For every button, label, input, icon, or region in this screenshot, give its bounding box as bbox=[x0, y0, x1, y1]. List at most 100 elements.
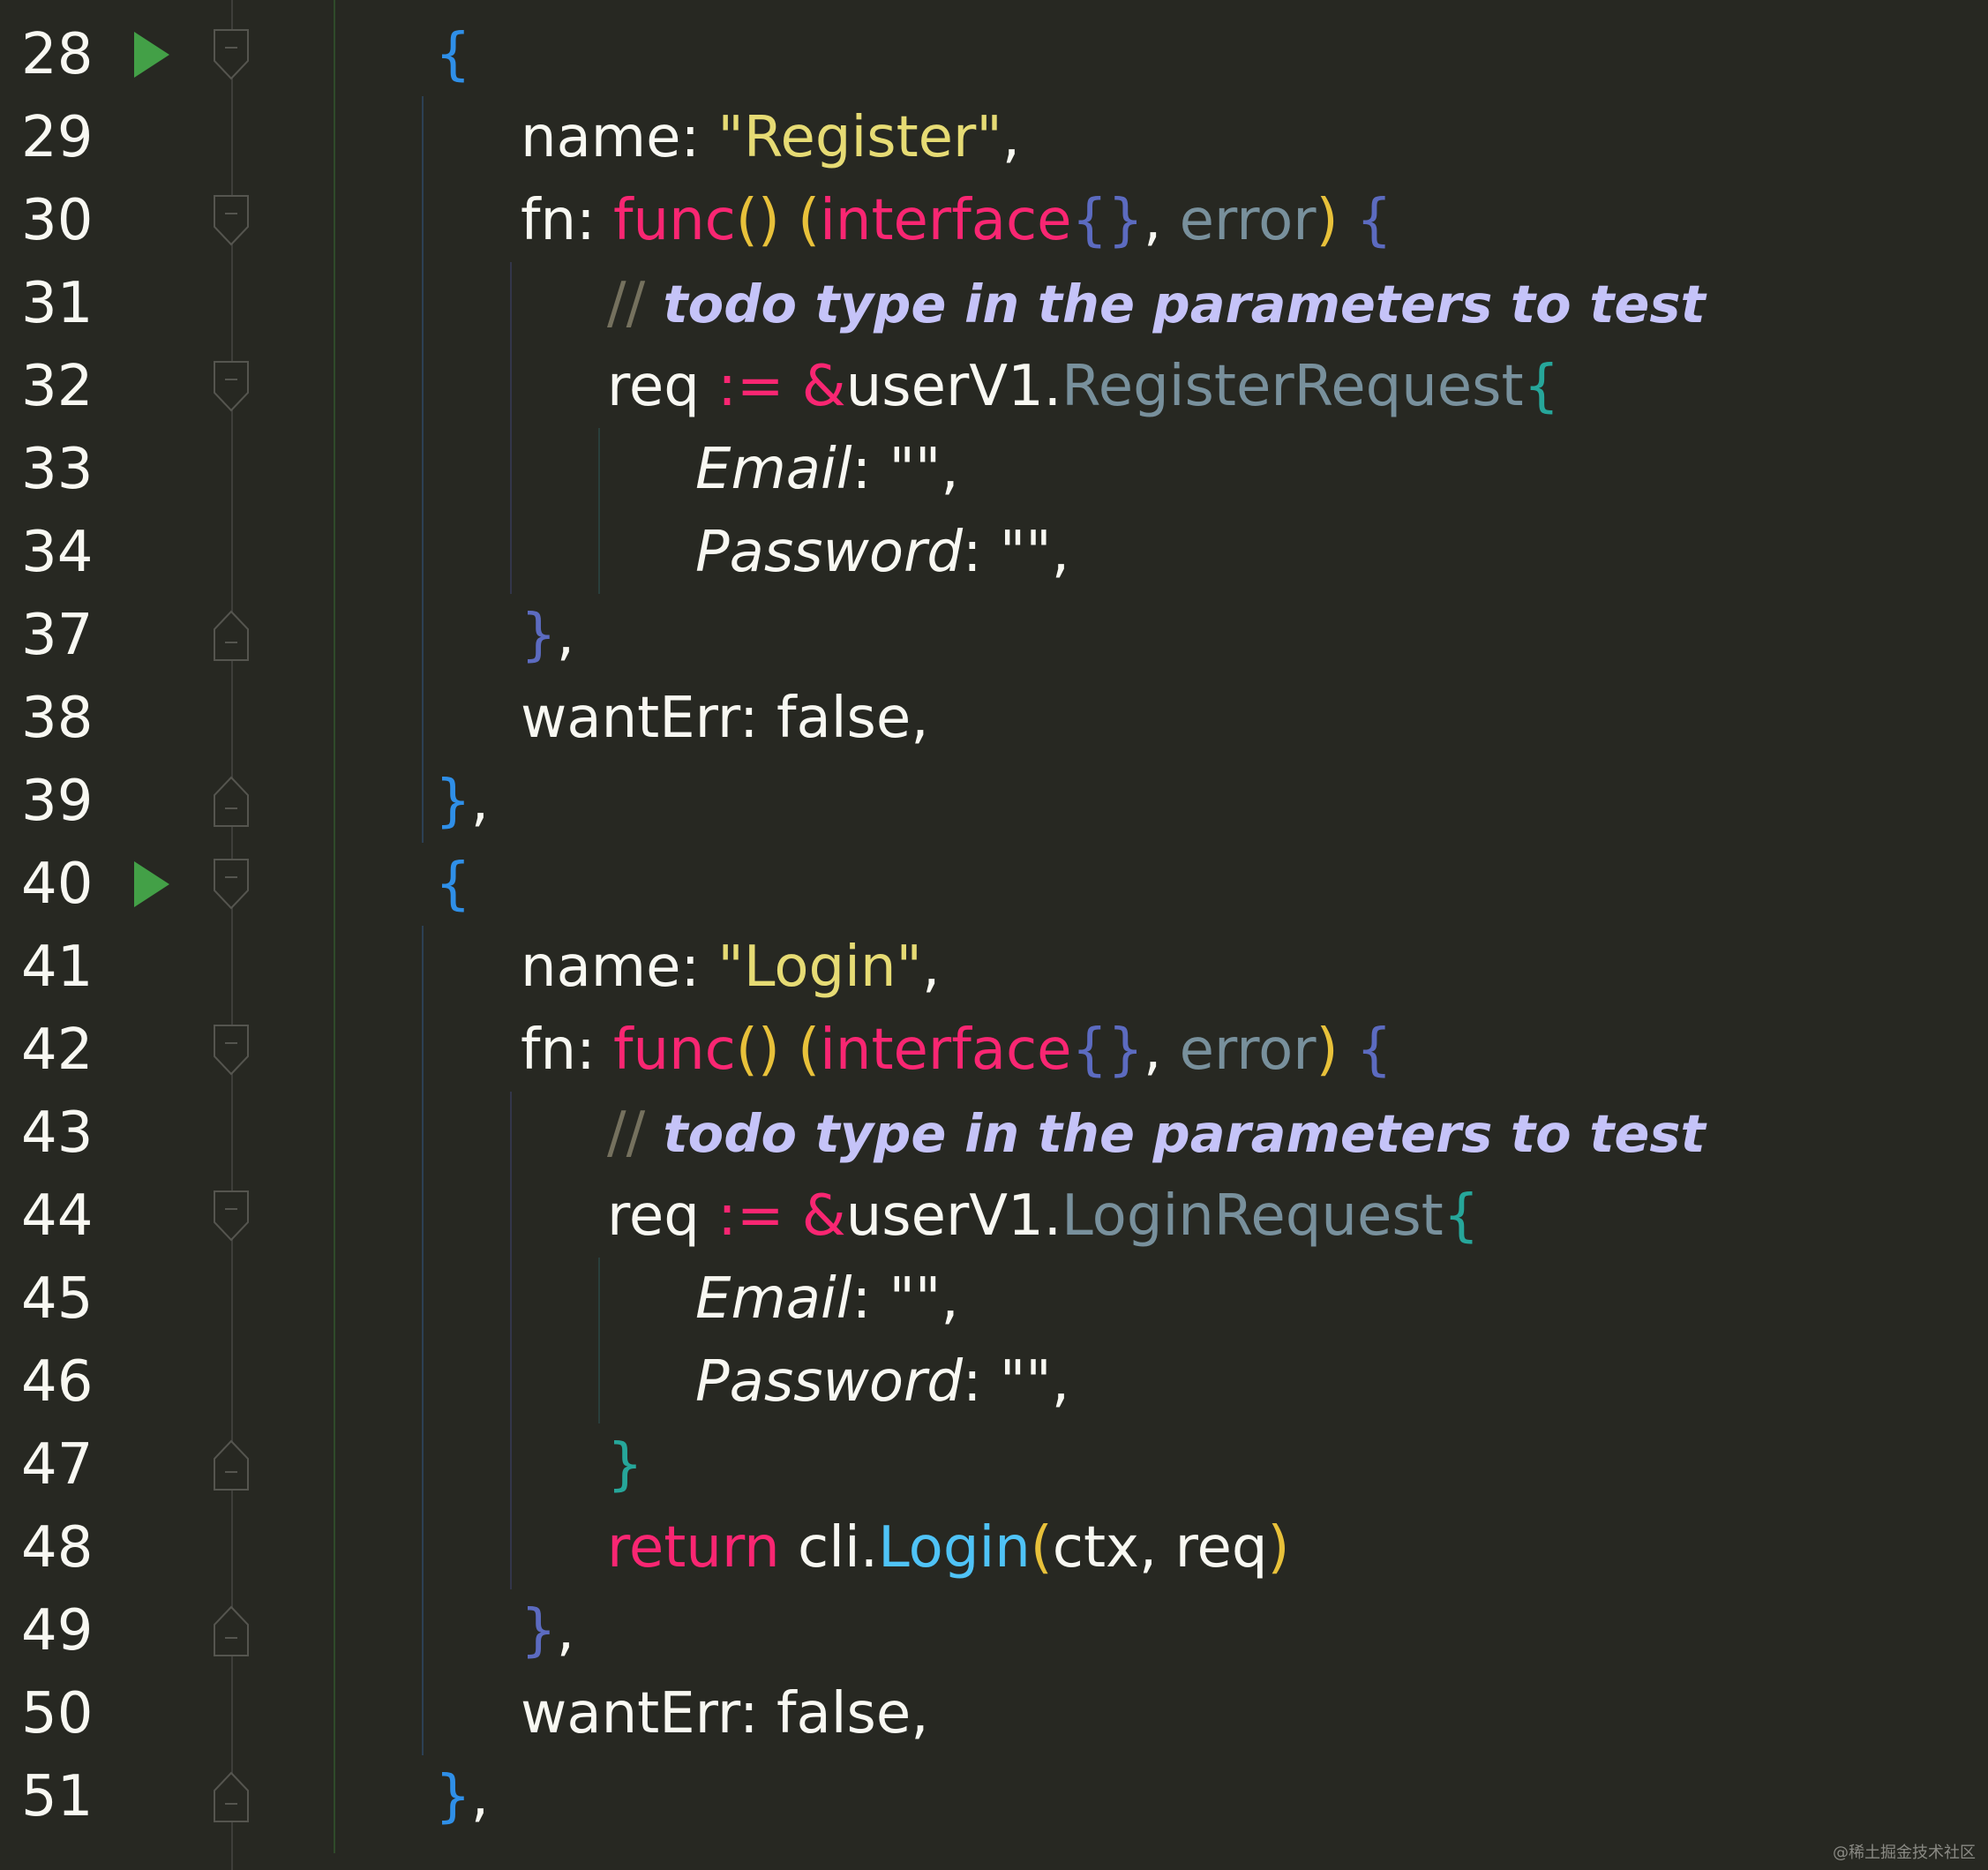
code-token: {} bbox=[1071, 188, 1144, 253]
line-number: 38 bbox=[21, 686, 94, 751]
code-token: "Login" bbox=[717, 935, 922, 1000]
fold-end-icon[interactable] bbox=[214, 1439, 249, 1491]
code-line: }, bbox=[435, 760, 489, 843]
code-token: , bbox=[1143, 188, 1180, 253]
line-number: 49 bbox=[21, 1598, 94, 1663]
code-line: fn: func() (interface{}, error) { bbox=[521, 1009, 1392, 1092]
code-token: // bbox=[607, 1100, 664, 1166]
code-token: } bbox=[521, 1598, 557, 1663]
line-number: 50 bbox=[21, 1681, 94, 1746]
code-token: } bbox=[435, 769, 471, 834]
code-line: req := &userV1.RegisterRequest{ bbox=[607, 345, 1559, 428]
code-token: Login bbox=[878, 1515, 1031, 1581]
indent-guide bbox=[510, 1092, 512, 1589]
code-line: Password: "", bbox=[695, 1341, 1069, 1423]
code-token: : "", bbox=[962, 520, 1070, 585]
code-token: : "", bbox=[851, 1266, 959, 1332]
line-number: 32 bbox=[21, 354, 94, 419]
code-token: // bbox=[607, 271, 664, 336]
code-token: func bbox=[613, 188, 736, 253]
code-token: return bbox=[607, 1515, 799, 1581]
code-token: req bbox=[607, 1183, 718, 1249]
line-number: 33 bbox=[21, 437, 94, 502]
indent-guide bbox=[422, 926, 424, 1755]
code-token: ctx, req bbox=[1052, 1515, 1268, 1581]
line-number: 44 bbox=[21, 1183, 94, 1249]
code-line: // todo type in the parameters to test bbox=[607, 262, 1706, 345]
fold-gutter-line bbox=[231, 0, 233, 1870]
code-token: ( bbox=[1030, 1515, 1053, 1581]
code-token: := & bbox=[717, 1183, 846, 1249]
fold-collapse-icon[interactable] bbox=[214, 361, 249, 412]
code-token: name: bbox=[521, 105, 718, 170]
code-token: := & bbox=[717, 354, 846, 419]
code-token: : "", bbox=[851, 437, 959, 502]
code-token: Password bbox=[695, 1349, 963, 1415]
code-token: , bbox=[556, 1598, 575, 1663]
code-token: () ( bbox=[735, 188, 821, 253]
code-token: { bbox=[1355, 1018, 1392, 1083]
code-line: { bbox=[435, 13, 471, 96]
code-token: LoginRequest bbox=[1062, 1183, 1444, 1249]
code-token: wantErr: false, bbox=[521, 1681, 929, 1746]
code-token: Email bbox=[695, 1266, 852, 1332]
code-token: , bbox=[1143, 1018, 1180, 1083]
code-token: fn: bbox=[521, 1018, 613, 1083]
code-line: wantErr: false, bbox=[521, 1672, 929, 1755]
fold-collapse-icon[interactable] bbox=[214, 859, 249, 910]
line-number: 47 bbox=[21, 1432, 94, 1498]
watermark: @稀土掘金技术社区 bbox=[1833, 1844, 1976, 1862]
code-token: Password bbox=[695, 520, 963, 585]
line-number: 48 bbox=[21, 1515, 94, 1581]
fold-collapse-icon[interactable] bbox=[214, 1025, 249, 1076]
code-token: ) bbox=[1316, 1018, 1356, 1083]
code-line: { bbox=[435, 843, 471, 926]
code-token: , bbox=[921, 935, 941, 1000]
code-line: }, bbox=[521, 594, 574, 677]
fold-end-icon[interactable] bbox=[214, 610, 249, 661]
code-line: name: "Register", bbox=[521, 96, 1020, 179]
code-token: "Register" bbox=[717, 105, 1002, 170]
run-test-icon[interactable] bbox=[134, 861, 169, 907]
line-number: 39 bbox=[21, 769, 94, 834]
line-number: 51 bbox=[21, 1764, 94, 1829]
line-number: 37 bbox=[21, 603, 94, 668]
fold-collapse-icon[interactable] bbox=[214, 1190, 249, 1242]
run-test-icon[interactable] bbox=[134, 32, 169, 78]
code-token: { bbox=[1443, 1183, 1480, 1249]
code-token: , bbox=[556, 603, 575, 668]
code-token: todo type in the parameters to test bbox=[663, 1103, 1706, 1164]
code-line: }, bbox=[435, 1755, 489, 1838]
line-number: 40 bbox=[21, 852, 94, 917]
code-token: } bbox=[521, 603, 557, 668]
fold-end-icon[interactable] bbox=[214, 1605, 249, 1656]
fold-end-icon[interactable] bbox=[214, 776, 249, 827]
fold-collapse-icon[interactable] bbox=[214, 195, 249, 246]
code-token: interface bbox=[820, 1018, 1072, 1083]
code-token: , bbox=[470, 1764, 490, 1829]
code-line: wantErr: false, bbox=[521, 677, 929, 760]
indent-guide bbox=[598, 428, 600, 594]
code-line: // todo type in the parameters to test bbox=[607, 1092, 1706, 1175]
code-line: return cli.Login(ctx, req) bbox=[607, 1506, 1289, 1589]
line-number: 31 bbox=[21, 271, 94, 336]
code-line: req := &userV1.LoginRequest{ bbox=[607, 1175, 1479, 1258]
code-token: } bbox=[607, 1432, 643, 1498]
code-token: userV1. bbox=[845, 1183, 1062, 1249]
line-number: 42 bbox=[21, 1018, 94, 1083]
code-line: Password: "", bbox=[695, 511, 1069, 594]
code-token: { bbox=[435, 852, 471, 917]
code-token: todo type in the parameters to test bbox=[663, 274, 1706, 334]
line-number: 41 bbox=[21, 935, 94, 1000]
line-number: 45 bbox=[21, 1266, 94, 1332]
fold-end-icon[interactable] bbox=[214, 1771, 249, 1822]
code-token: ) bbox=[1267, 1515, 1290, 1581]
fold-collapse-icon[interactable] bbox=[214, 29, 249, 80]
code-line: fn: func() (interface{}, error) { bbox=[521, 179, 1392, 262]
line-number: 34 bbox=[21, 520, 94, 585]
code-token: : "", bbox=[962, 1349, 1070, 1415]
code-token: {} bbox=[1071, 1018, 1144, 1083]
code-token: req bbox=[607, 354, 718, 419]
code-token: wantErr: false, bbox=[521, 686, 929, 751]
code-token: name: bbox=[521, 935, 718, 1000]
